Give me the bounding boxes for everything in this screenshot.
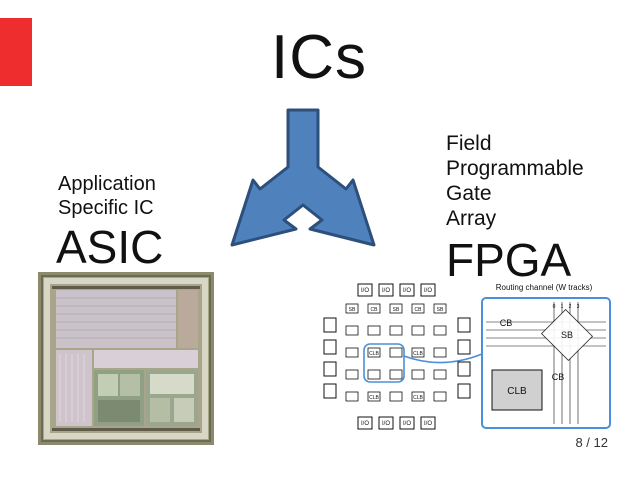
clb-label: CLB <box>413 351 423 357</box>
fpga-description: Field Programmable Gate Array <box>446 131 584 231</box>
fpga-desc-line: Array <box>446 207 497 230</box>
asic-die-photo <box>38 272 214 445</box>
track-numbers: 0 1 2 3 <box>553 304 580 310</box>
routing-channel-label: Routing channel (W tracks) <box>496 283 593 292</box>
fpga-desc-line: Programmable <box>446 157 584 180</box>
cb-label: CB <box>371 307 379 313</box>
sb-label: SB <box>393 307 400 313</box>
zoom-connector <box>403 353 483 364</box>
page-number: 8 / 12 <box>575 435 608 450</box>
cb-label: CB <box>500 318 513 328</box>
cb-label: CB <box>552 372 565 382</box>
cb-label: CB <box>415 307 423 313</box>
fpga-logic-grid <box>345 303 447 402</box>
fpga-architecture-diagram: I/O I/O I/O I/O I/O I/O I/O I/O <box>323 283 611 430</box>
io-block-row-top: I/O I/O I/O I/O <box>357 283 436 297</box>
asic-heading: ASIC <box>56 221 164 273</box>
io-label: I/O <box>403 421 411 427</box>
track-number: 0 <box>553 304 556 310</box>
io-label: I/O <box>361 288 369 294</box>
io-label: I/O <box>382 288 390 294</box>
clb-detail-label: CLB <box>507 386 527 397</box>
highlight-region <box>363 343 405 383</box>
fpga-desc-line: Field <box>446 132 492 155</box>
asic-description: Application Specific IC <box>58 172 156 220</box>
asic-desc-line: Application <box>58 173 156 195</box>
io-block-column-left <box>323 317 337 399</box>
slide-title: ICs <box>271 23 367 92</box>
io-label: I/O <box>361 421 369 427</box>
io-block-row-bottom: I/O I/O I/O I/O <box>357 416 436 430</box>
asic-desc-line: Specific IC <box>58 197 154 219</box>
fpga-grid-labels: SB CB SB CB SB CLB CLB CLB CLB <box>349 307 444 401</box>
io-label: I/O <box>424 421 432 427</box>
sb-label: SB <box>561 330 573 340</box>
track-number: 2 <box>569 304 572 310</box>
track-number: 1 <box>561 304 564 310</box>
clb-label: CLB <box>413 395 423 401</box>
sb-label: SB <box>349 307 356 313</box>
red-accent-bar <box>0 18 32 86</box>
track-number: 3 <box>577 304 580 310</box>
clb-label: CLB <box>369 351 379 357</box>
io-label: I/O <box>403 288 411 294</box>
io-block-column-right <box>457 317 471 399</box>
io-label: I/O <box>424 288 432 294</box>
clb-label: CLB <box>369 395 379 401</box>
io-label: I/O <box>382 421 390 427</box>
fpga-desc-line: Gate <box>446 182 492 205</box>
sb-label: SB <box>437 307 444 313</box>
fpga-heading: FPGA <box>446 234 572 286</box>
split-arrow-icon <box>230 108 376 247</box>
